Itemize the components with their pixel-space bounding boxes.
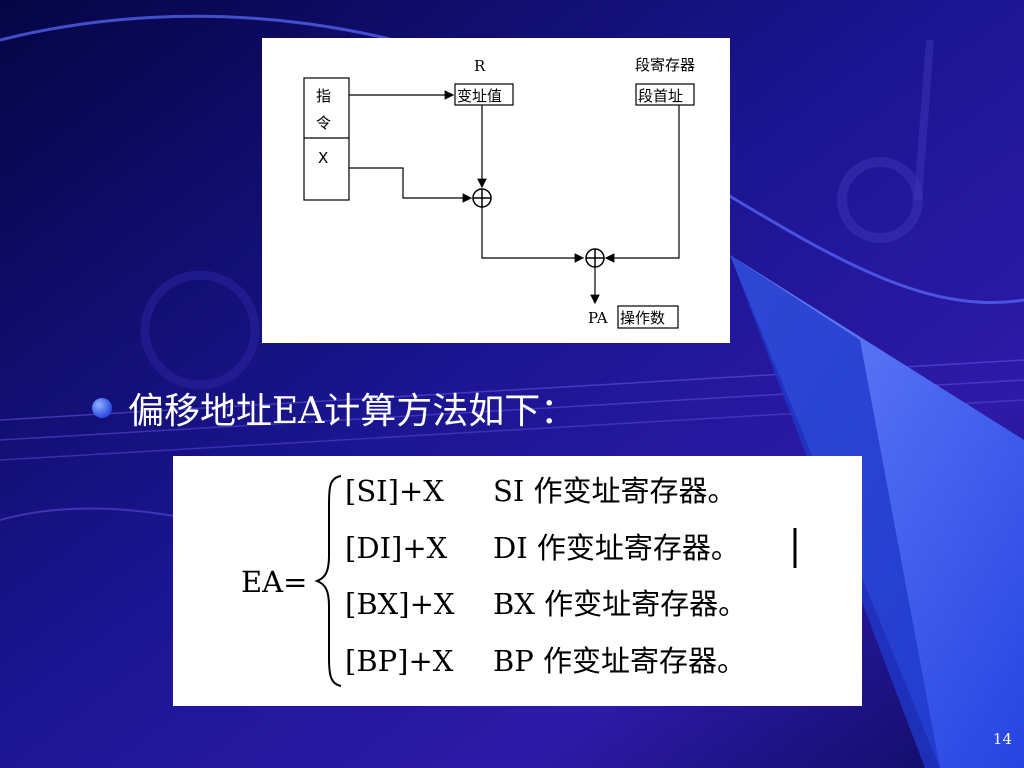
ea-formula: EA= [SI]+X SI 作变址寄存器。 [DI]+X DI 作变址寄存器。 …	[241, 474, 797, 687]
operand-box	[617, 305, 679, 329]
formula-row-2-expr: [DI]+X	[345, 531, 448, 565]
arrow-adder1-to-adder2	[481, 207, 585, 263]
formula-row-3-expr: [BX]+X	[345, 587, 455, 621]
decorative-clef	[140, 270, 260, 390]
formula-brace	[314, 475, 342, 687]
register-name: R	[474, 57, 486, 75]
instruction-box	[303, 77, 350, 201]
displacement-label: X	[318, 149, 328, 167]
bullet-dot-icon	[92, 398, 112, 418]
formula-row-1-expr: [SI]+X	[345, 474, 444, 508]
addressing-diagram-panel: 指 令 X R 变址值 段寄存器 段首址 PA 操作数	[262, 38, 730, 343]
formula-lhs: EA=	[241, 565, 307, 599]
formula-row-4-expr: [BP]+X	[345, 644, 454, 678]
slide-page-number: 14	[992, 730, 1012, 748]
register-box	[454, 83, 514, 106]
pa-label: PA	[588, 309, 608, 327]
arrow-segment-to-adder2	[604, 105, 680, 263]
bullet-point: 偏移地址EA计算方法如下：	[92, 380, 576, 436]
operand-box-label: 操作数	[620, 309, 665, 327]
addressing-diagram: 指 令 X R 变址值 段寄存器 段首址 PA 操作数	[303, 56, 695, 329]
segment-box	[635, 83, 695, 106]
segment-register-name: 段寄存器	[635, 56, 695, 74]
formula-panel: EA= [SI]+X SI 作变址寄存器。 [DI]+X DI 作变址寄存器。 …	[173, 456, 862, 706]
register-box-label: 变址值	[457, 87, 502, 105]
formula-row-1-desc: SI 作变址寄存器。	[493, 474, 737, 508]
bullet-text: 偏移地址EA计算方法如下：	[128, 391, 577, 432]
instruction-label-2: 令	[316, 114, 331, 132]
segment-box-label: 段首址	[638, 87, 683, 105]
instruction-label: 指	[316, 87, 331, 105]
formula-row-2-desc: DI 作变址寄存器。	[493, 531, 740, 565]
decorative-note-stem	[914, 39, 934, 201]
formula-row-3-desc: BX 作变址寄存器。	[493, 587, 747, 621]
arrow-displacement-to-adder	[349, 167, 473, 203]
formula-row-4-desc: BP 作变址寄存器。	[493, 644, 746, 678]
